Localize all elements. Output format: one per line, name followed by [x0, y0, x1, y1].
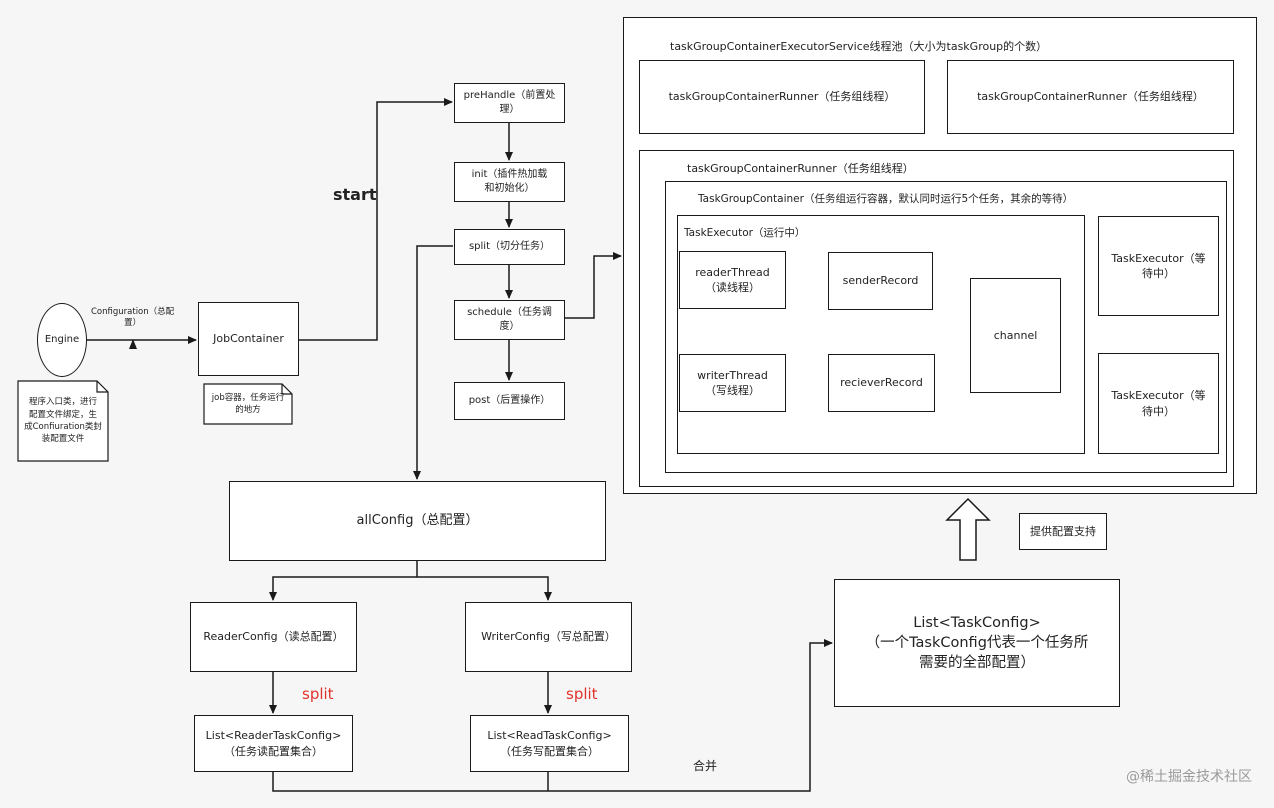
task-executor-waiting-2: TaskExecutor（等 待中）: [1098, 353, 1219, 454]
watermark: @稀土掘金技术社区: [1126, 769, 1252, 785]
reciever-record: recieverRecord: [828, 354, 935, 412]
writer-thread: writerThread （写线程）: [679, 354, 786, 412]
support-note: 提供配置支持: [1019, 513, 1107, 550]
runner-1: taskGroupContainerRunner（任务组线程）: [639, 60, 925, 134]
all-config: allConfig（总配置）: [229, 481, 606, 561]
step-init: init（插件热加载 和初始化）: [454, 162, 565, 202]
task-executor-running-frame: [677, 215, 1085, 454]
job-container-note: job容器，任务运行 的地方: [203, 383, 293, 425]
merge-label: 合并: [693, 759, 718, 773]
job-container-note-text: job容器，任务运行 的地方: [211, 392, 285, 415]
engine-node: Engine: [37, 303, 87, 377]
configuration-label: Configuration（总配 置）: [91, 307, 175, 329]
reader-thread: readerThread （读线程）: [679, 251, 786, 309]
start-label: start: [333, 185, 377, 204]
engine-note-text: 程序入口类，进行 配置文件绑定，生 成Confiuration类封 装配置文件: [24, 397, 102, 445]
step-schedule: schedule（任务调 度）: [454, 300, 565, 340]
channel: channel: [970, 278, 1061, 393]
task-executor-waiting-1: TaskExecutor（等 待中）: [1098, 216, 1219, 316]
step-prehandle: preHandle（前置处 理）: [454, 83, 565, 123]
task-group-container-frame: [665, 181, 1227, 473]
executor-service-title: taskGroupContainerExecutorService线程池（大小为…: [670, 40, 1048, 53]
split-right-label: split: [566, 685, 598, 703]
runner-2: taskGroupContainerRunner（任务组线程）: [947, 60, 1234, 134]
writer-task-config: List<ReadTaskConfig> （任务写配置集合）: [470, 715, 629, 772]
task-executor-running-title: TaskExecutor（运行中）: [684, 227, 806, 239]
task-group-container-title: TaskGroupContainer（任务组运行容器，默认同时运行5个任务，其余…: [698, 193, 1074, 205]
sender-record: senderRecord: [828, 252, 933, 310]
writer-config: WriterConfig（写总配置）: [465, 602, 632, 672]
engine-note: 程序入口类，进行 配置文件绑定，生 成Confiuration类封 装配置文件: [17, 380, 109, 462]
reader-config: ReaderConfig（读总配置）: [190, 602, 357, 672]
runner-3-title: taskGroupContainerRunner（任务组线程）: [687, 162, 914, 175]
step-split: split（切分任务）: [454, 229, 565, 265]
runner-3-frame: [639, 150, 1234, 487]
reader-task-config: List<ReaderTaskConfig> （任务读配置集合）: [194, 715, 353, 772]
step-post: post（后置操作）: [454, 382, 565, 420]
job-container: JobContainer: [198, 302, 299, 376]
split-left-label: split: [302, 685, 334, 703]
task-config-list: List<TaskConfig> （一个TaskConfig代表一个任务所 需要…: [834, 579, 1120, 707]
